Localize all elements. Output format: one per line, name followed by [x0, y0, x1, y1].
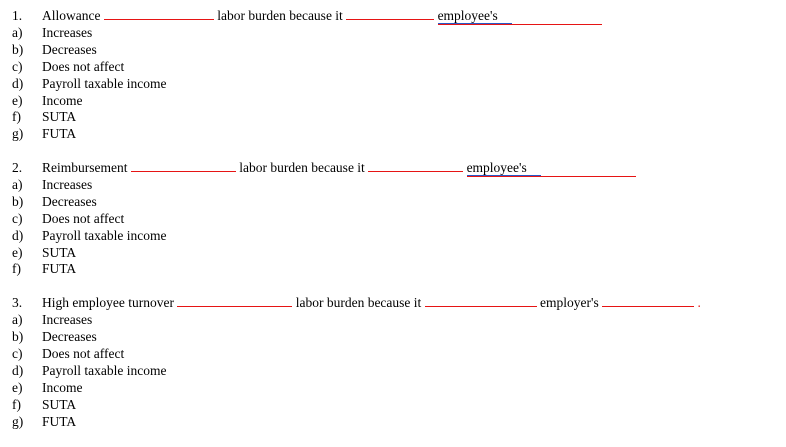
option-letter: b) [12, 41, 24, 57]
option-label: Decreases [42, 41, 97, 57]
option-letter: c) [12, 58, 23, 74]
red-period: . [697, 295, 701, 311]
question-number: 3. [12, 295, 23, 311]
question-text: Allowance [42, 8, 101, 23]
underlined-run: employee's [437, 8, 602, 25]
underlined-run: employee's [466, 160, 636, 178]
question-block: 1. Allowance labor burden because it empl… [12, 8, 780, 143]
option-label: SUTA [42, 396, 77, 412]
option-label: FUTA [42, 261, 77, 277]
answer-blank[interactable] [103, 8, 214, 20]
option-row: e) Income [12, 93, 780, 110]
worksheet: 1. Allowance labor burden because it empl… [12, 8, 780, 430]
question-sentence: High employee turnover labor burden beca… [42, 295, 780, 312]
option-letter: f) [12, 109, 21, 125]
question-line: 1. Allowance labor burden because it empl… [12, 8, 780, 25]
option-letter: f) [12, 261, 21, 277]
option-label: Increases [42, 312, 93, 328]
option-row: g) FUTA [12, 126, 780, 143]
option-row: a) Increases [12, 312, 780, 329]
question-text: Reimbursement [42, 160, 128, 176]
option-label: Payroll taxable income [42, 75, 167, 91]
option-letter: b) [12, 193, 24, 209]
question-number: 2. [12, 160, 23, 176]
option-row: b) Decreases [12, 329, 780, 346]
question-text: employer's [540, 295, 599, 311]
question-sentence: Reimbursement labor burden because it em… [42, 160, 780, 178]
option-row: e) Income [12, 380, 780, 397]
option-row: b) Decreases [12, 194, 780, 211]
option-letter: e) [12, 379, 23, 395]
option-letter: c) [12, 210, 23, 226]
option-row: f) SUTA [12, 109, 780, 126]
option-row: g) FUTA [12, 414, 780, 431]
answer-blank[interactable] [512, 19, 602, 20]
option-label: Income [42, 379, 83, 395]
option-row: c) Does not affect [12, 211, 780, 228]
option-row: e) SUTA [12, 245, 780, 262]
option-letter: a) [12, 24, 23, 40]
blue-underlined-word: employee's [466, 160, 541, 177]
option-letter: f) [12, 396, 21, 412]
option-letter: g) [12, 126, 24, 142]
option-label: Does not affect [42, 345, 125, 361]
option-label: Income [42, 92, 83, 108]
option-label: Decreases [42, 193, 97, 209]
option-letter: d) [12, 362, 24, 378]
question-text: labor burden because it [239, 160, 365, 176]
question-text: labor burden because it [217, 8, 343, 23]
question-number: 1. [12, 8, 23, 23]
answer-blank[interactable] [177, 295, 293, 308]
option-label: Does not affect [42, 210, 125, 226]
answer-blank[interactable] [346, 8, 435, 20]
question-text: High employee turnover [42, 295, 174, 311]
option-letter: g) [12, 413, 24, 429]
option-row: d) Payroll taxable income [12, 228, 780, 245]
option-label: FUTA [42, 413, 77, 429]
option-label: Does not affect [42, 58, 125, 74]
option-label: Decreases [42, 329, 97, 344]
option-letter: d) [12, 227, 24, 243]
option-row: c) Does not affect [12, 59, 780, 76]
option-row: d) Payroll taxable income [12, 363, 780, 380]
blue-underlined-word: employee's [437, 8, 512, 24]
question-text: labor burden because it [295, 295, 422, 311]
question-line: 2. Reimbursement labor burden because it … [12, 160, 780, 178]
question-sentence: Allowance labor burden because it employ… [42, 8, 780, 25]
option-letter: c) [12, 345, 23, 361]
option-label: SUTA [42, 244, 77, 260]
option-row: f) FUTA [12, 261, 780, 278]
option-row: f) SUTA [12, 397, 780, 414]
option-letter: d) [12, 75, 24, 91]
option-label: Payroll taxable income [42, 227, 167, 243]
question-block: 2. Reimbursement labor burden because it … [12, 160, 780, 278]
answer-blank[interactable] [541, 171, 636, 172]
option-letter: e) [12, 92, 23, 108]
option-label: Increases [42, 24, 93, 40]
question-block: 3. High employee turnover labor burden be… [12, 295, 780, 430]
option-letter: b) [12, 329, 24, 344]
option-row: d) Payroll taxable income [12, 76, 780, 93]
option-row: b) Decreases [12, 42, 780, 59]
answer-blank[interactable] [368, 160, 464, 173]
option-label: SUTA [42, 109, 77, 125]
option-row: c) Does not affect [12, 346, 780, 363]
option-row: a) Increases [12, 177, 780, 194]
option-letter: a) [12, 176, 23, 192]
answer-blank[interactable] [602, 295, 695, 308]
option-letter: a) [12, 312, 23, 328]
option-label: Payroll taxable income [42, 362, 167, 378]
question-line: 3. High employee turnover labor burden be… [12, 295, 780, 312]
option-row: a) Increases [12, 25, 780, 42]
answer-blank[interactable] [130, 160, 236, 173]
option-label: FUTA [42, 126, 77, 142]
answer-blank[interactable] [424, 295, 537, 308]
option-letter: e) [12, 244, 23, 260]
option-label: Increases [42, 176, 93, 192]
